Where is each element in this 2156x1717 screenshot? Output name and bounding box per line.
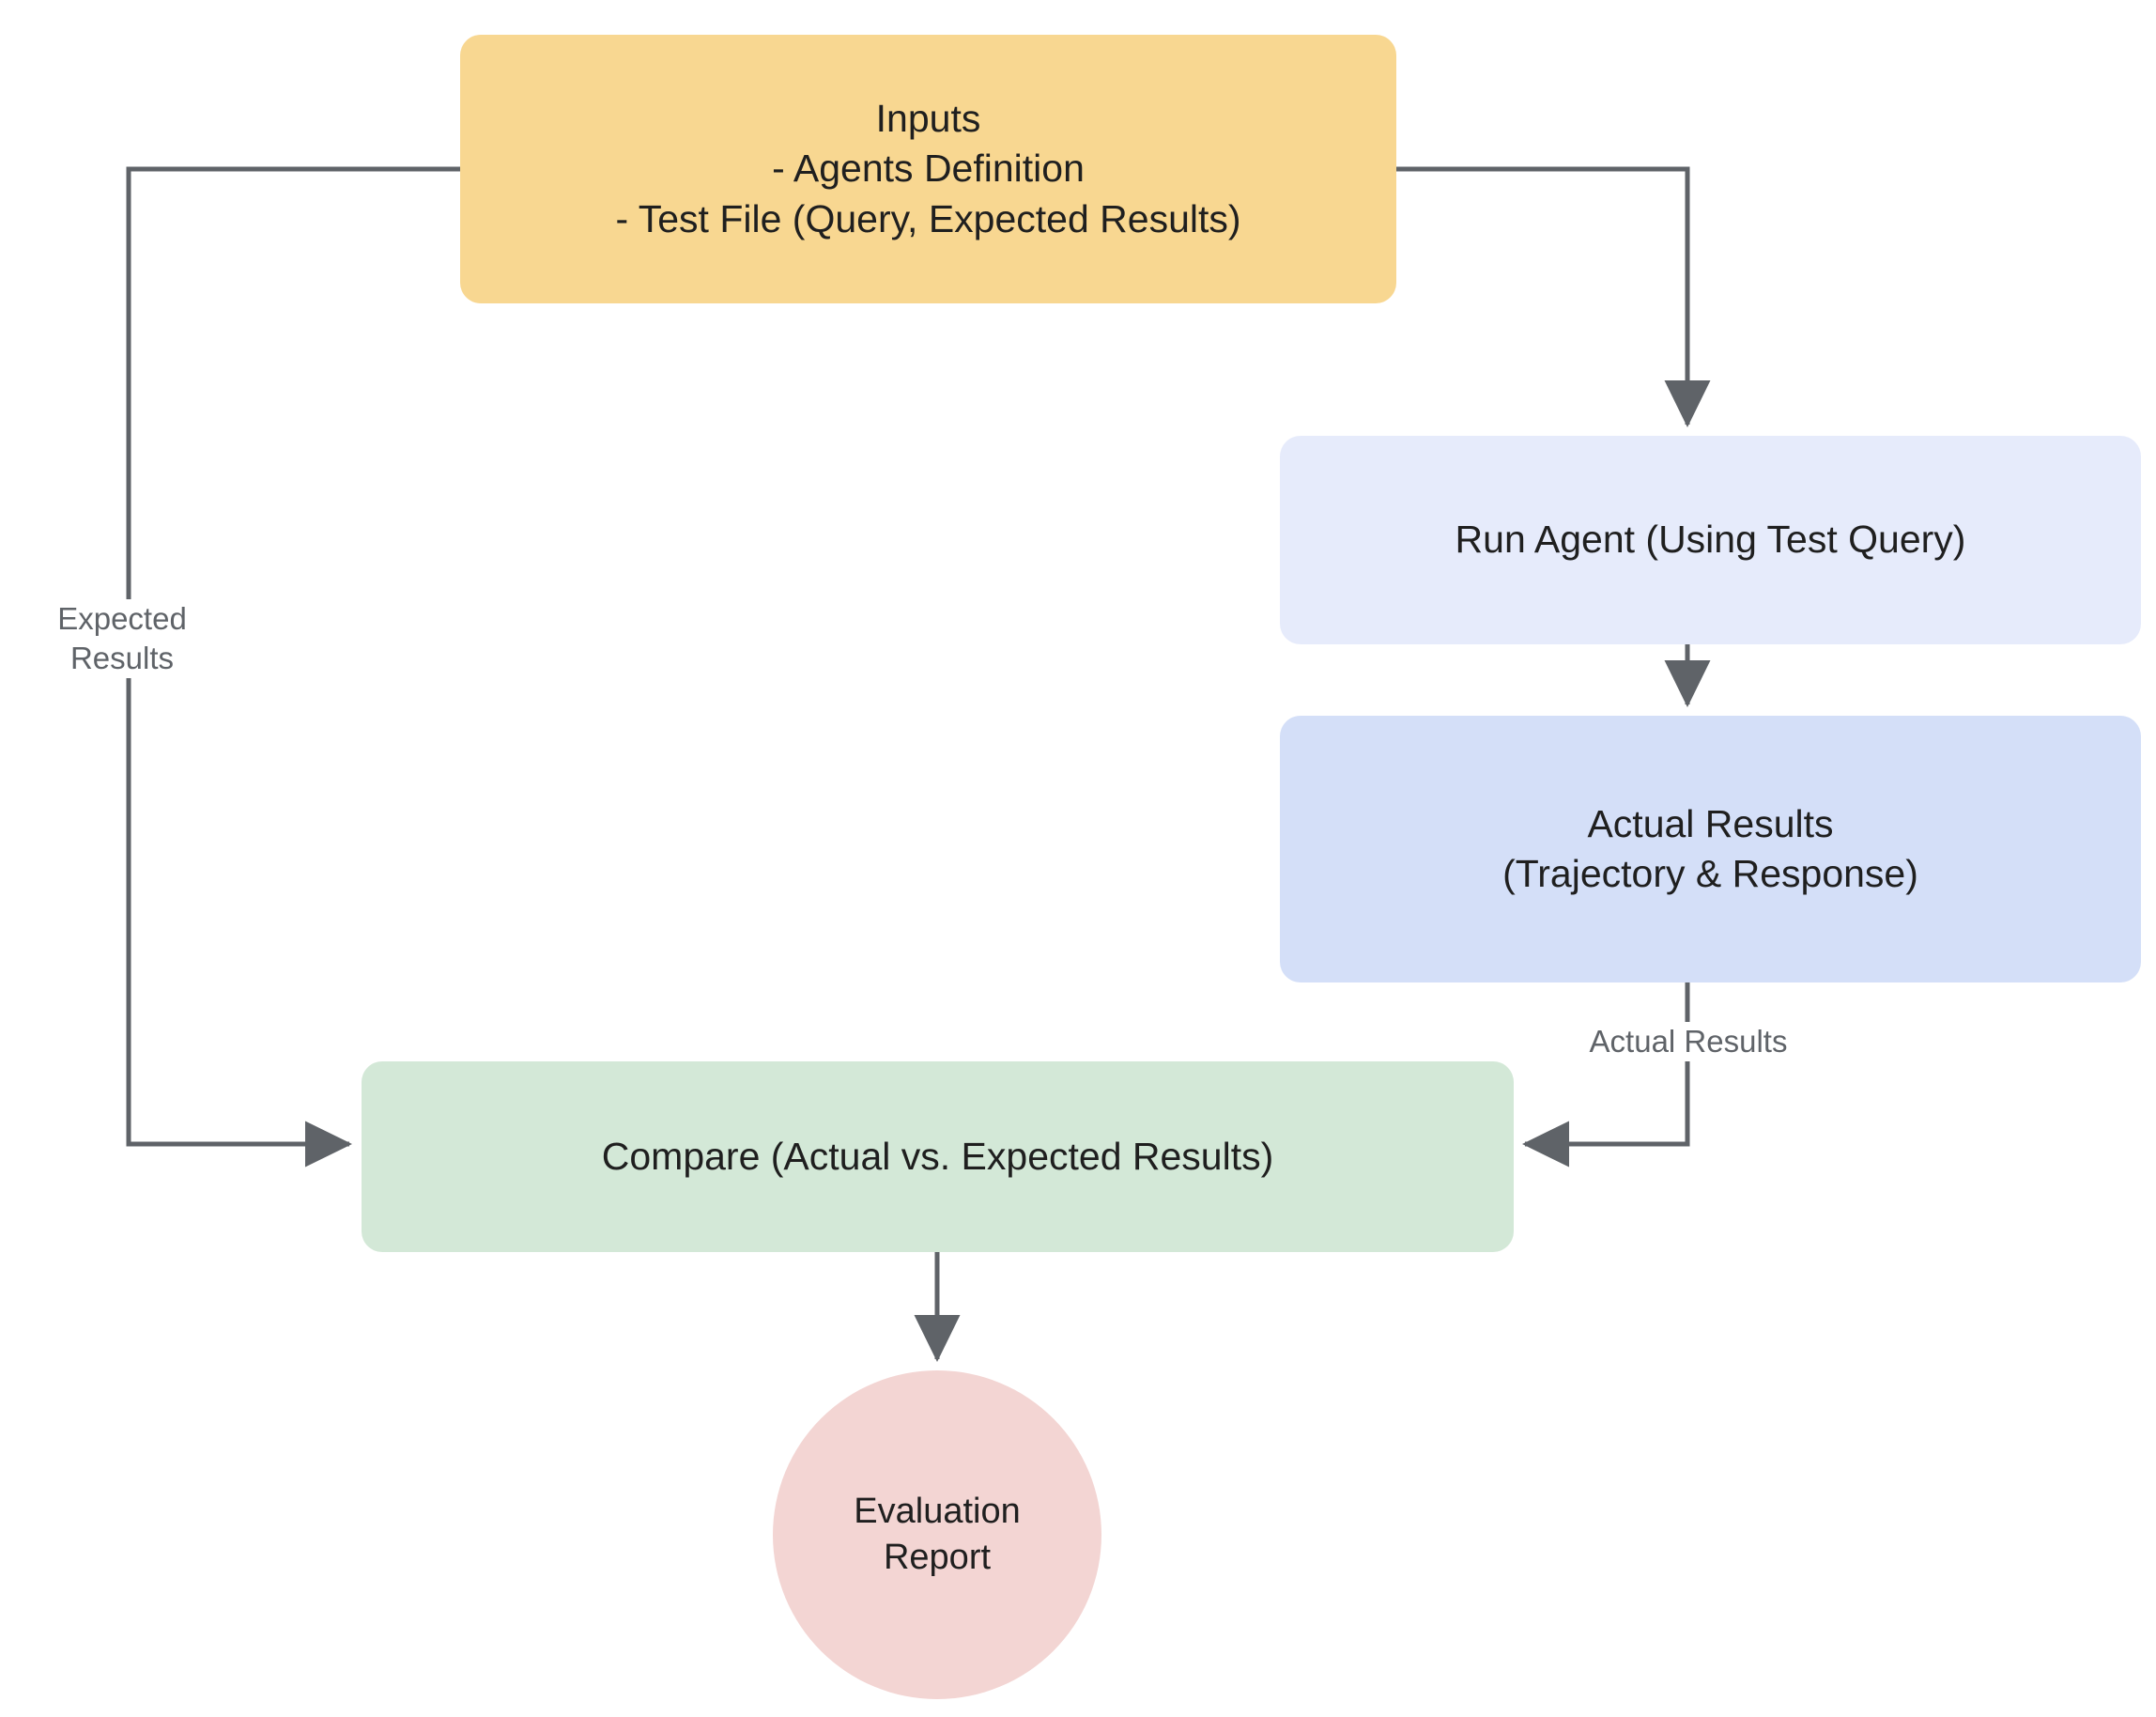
edge-actual-results-to-compare [1521, 982, 1690, 1168]
node-compare[interactable]: Compare (Actual vs. Expected Results) [362, 1061, 1514, 1252]
edge-label-expected-results: Expected Results [26, 599, 218, 679]
edge-label-actual-results: Actual Results [1559, 1022, 1818, 1062]
node-actual-results[interactable]: Actual Results (Trajectory & Response) [1280, 716, 2141, 982]
edge-inputs-to-run-agent [1396, 166, 1711, 428]
node-evaluation-report[interactable]: Evaluation Report [773, 1370, 1101, 1699]
node-run-agent[interactable]: Run Agent (Using Test Query) [1280, 436, 2141, 644]
node-inputs[interactable]: Inputs - Agents Definition - Test File (… [460, 35, 1396, 303]
